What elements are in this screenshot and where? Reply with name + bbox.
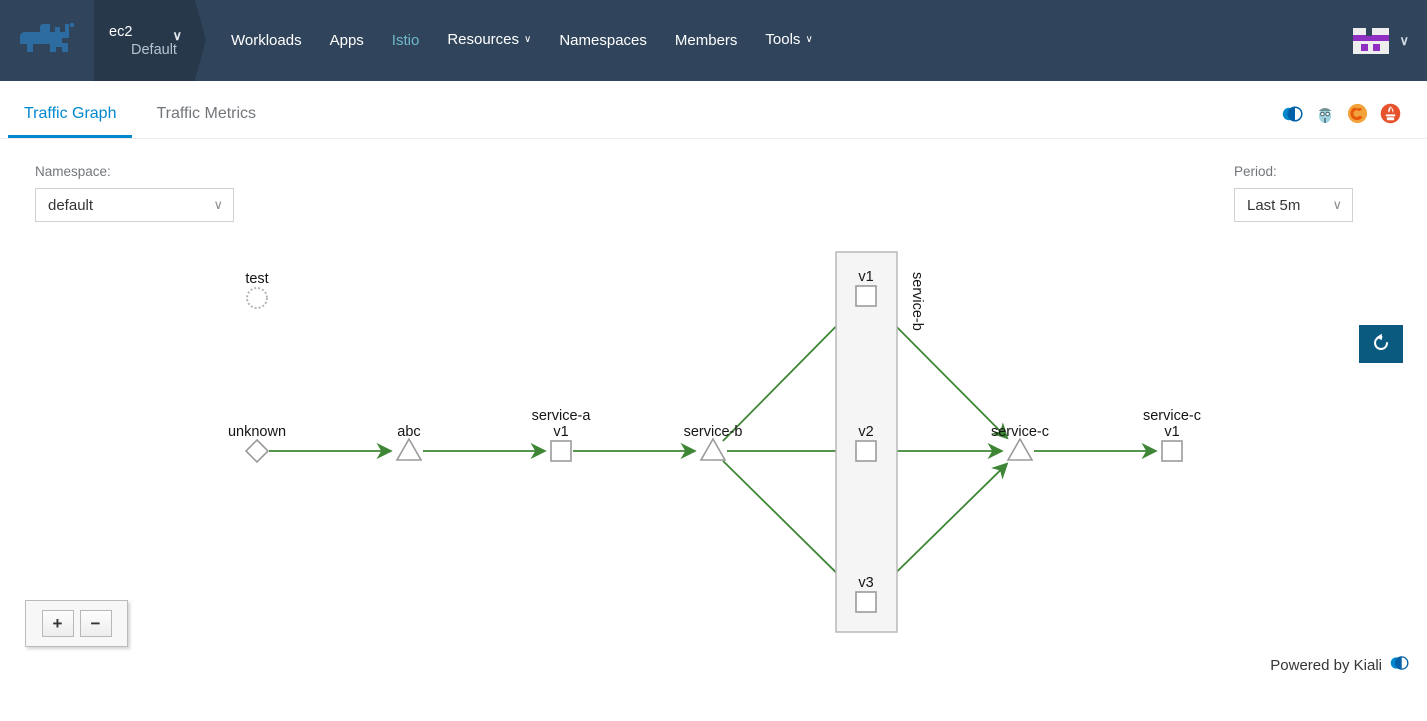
graph-node-service-c[interactable]: service-c — [991, 424, 1049, 461]
node-label: test — [245, 271, 268, 287]
kiali-icon — [1389, 654, 1409, 677]
node-label: v1 — [858, 269, 873, 285]
cluster-selector[interactable]: ec2 Default ∨ — [94, 0, 206, 81]
graph-node-unknown[interactable]: unknown — [228, 424, 286, 464]
chevron-down-icon: ∨ — [213, 197, 223, 212]
namespace-select[interactable]: default ∨ — [35, 188, 234, 222]
header-actions: ∨ — [1351, 24, 1427, 58]
zoom-controls: + − — [25, 600, 128, 647]
top-navigation-bar: ec2 Default ∨ Workloads Apps Istio Resource… — [0, 0, 1427, 81]
nav-item-workloads[interactable]: Workloads — [231, 32, 302, 49]
grafana-icon[interactable] — [1347, 103, 1368, 124]
node-label: v1 — [553, 424, 568, 440]
chevron-down-icon: ∨ — [172, 28, 182, 43]
kiali-icon[interactable] — [1281, 104, 1303, 124]
graph-edge[interactable] — [722, 460, 856, 592]
prometheus-icon[interactable] — [1380, 103, 1401, 124]
period-label: Period: — [1234, 164, 1277, 179]
jaeger-icon[interactable] — [1315, 104, 1335, 124]
tab-traffic-graph[interactable]: Traffic Graph — [8, 105, 133, 138]
nav-item-members[interactable]: Members — [674, 32, 738, 49]
chevron-down-icon: ∨ — [524, 34, 532, 45]
powered-by-label: Powered by Kiali — [1270, 657, 1382, 674]
tab-traffic-metrics[interactable]: Traffic Metrics — [156, 105, 257, 122]
external-links — [1281, 103, 1427, 138]
nav-item-namespaces[interactable]: Namespaces — [559, 32, 647, 49]
refresh-icon — [1371, 333, 1391, 356]
node-label: v3 — [858, 575, 873, 591]
node-label: service-a — [532, 408, 592, 424]
node-label: v1 — [1164, 424, 1179, 440]
chevron-down-icon[interactable]: ∨ — [1399, 32, 1409, 48]
node-label: abc — [397, 424, 420, 440]
graph-group-box[interactable]: service-b — [835, 251, 925, 633]
cluster-name: ec2 — [109, 23, 133, 40]
tab-list: Traffic Graph Traffic Metrics — [0, 105, 272, 138]
node-label: unknown — [228, 424, 286, 440]
graph-node-b-v1[interactable]: v1 — [855, 269, 877, 307]
rancher-logo-icon — [16, 21, 78, 60]
graph-node-b-v3[interactable]: v3 — [855, 575, 877, 613]
zoom-in-button[interactable]: + — [41, 610, 74, 637]
namespace-label: Namespace: — [35, 164, 111, 179]
rancher-logo-link[interactable] — [0, 0, 94, 81]
graph-node-service-a-v1[interactable]: service-av1 — [532, 408, 592, 462]
nav-item-resources[interactable]: Resources∨ — [447, 31, 532, 48]
node-label: service-b — [684, 424, 743, 440]
footer: Powered by Kiali — [1270, 654, 1409, 677]
graph-controls: Namespace: default ∨ Period: Last 5m ∨ — [0, 139, 1427, 363]
nav-item-apps[interactable]: Apps — [329, 32, 364, 49]
node-label: service-c — [1143, 408, 1201, 424]
period-select[interactable]: Last 5m ∨ — [1234, 188, 1353, 222]
namespace-value: default — [48, 196, 94, 214]
refresh-button[interactable] — [1359, 325, 1403, 363]
graph-node-service-c-v1[interactable]: service-cv1 — [1143, 408, 1201, 462]
nav-item-istio[interactable]: Istio — [391, 32, 420, 49]
cluster-subtitle: Default — [131, 41, 177, 58]
graph-edge[interactable] — [722, 306, 856, 442]
apps-grid-icon[interactable] — [1351, 24, 1391, 58]
main-nav: Workloads Apps Istio Resources∨ Namespaces Me… — [217, 0, 827, 81]
graph-node-test[interactable]: test — [245, 271, 269, 309]
period-value: Last 5m — [1247, 196, 1301, 214]
nav-item-tools[interactable]: Tools∨ — [765, 31, 813, 48]
graph-node-b-v2[interactable]: v2 — [855, 424, 877, 462]
node-label: v2 — [858, 424, 873, 440]
graph-node-abc[interactable]: abc — [395, 424, 423, 461]
zoom-out-button[interactable]: − — [79, 610, 112, 637]
page-tabs: Traffic Graph Traffic Metrics — [0, 81, 1427, 139]
group-label: service-b — [909, 272, 925, 331]
graph-node-service-b[interactable]: service-b — [684, 424, 743, 461]
chevron-down-icon: ∨ — [1332, 197, 1342, 212]
node-label: service-c — [991, 424, 1049, 440]
chevron-down-icon: ∨ — [805, 34, 813, 45]
